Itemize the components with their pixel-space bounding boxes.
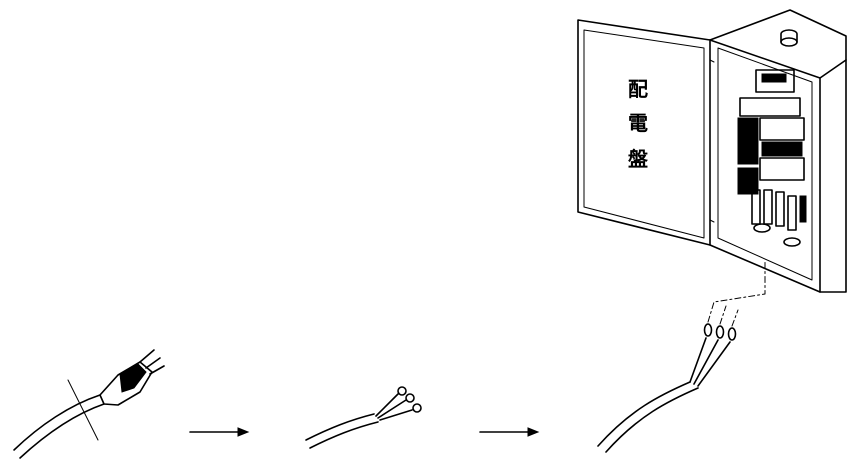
knockout-hole-2 [783, 237, 801, 247]
door-hinge-top [709, 59, 715, 63]
terminal-block-3 [775, 191, 785, 227]
terminal-block-4 [787, 195, 797, 231]
terminal-block-5 [799, 195, 807, 223]
plug-cord-line-a [13, 394, 101, 451]
terminal-block-2 [763, 189, 773, 225]
arrow-2-head [527, 427, 540, 437]
plug-cord-line-b [19, 403, 105, 459]
breaker-mid-upper [759, 117, 805, 141]
cut-line [67, 379, 99, 441]
crimped-cord-group [305, 386, 422, 449]
guide-line-3 [731, 309, 739, 327]
crimped-wire-3 [379, 409, 413, 421]
connected-cord-group [597, 261, 766, 453]
guide-line-2 [719, 305, 727, 325]
panel-door-inner [583, 29, 705, 239]
crimped-wire-2 [377, 399, 407, 419]
door-hinge-bottom [709, 219, 715, 223]
terminal-block-1 [751, 189, 761, 225]
breaker-assembly [737, 69, 807, 247]
connected-wire-1 [689, 337, 707, 383]
panel-cabinet-outline [709, 9, 847, 293]
breaker-top [739, 97, 801, 117]
connected-terminal-2 [715, 325, 725, 339]
plug-prong-3 [149, 365, 165, 375]
connected-terminal-1 [703, 323, 713, 337]
knockout-hole-1 [753, 223, 771, 233]
panel-knob-top [780, 37, 798, 47]
crimped-terminal-1 [397, 386, 407, 396]
connected-wire-2 [693, 339, 719, 385]
crimped-terminal-2 [405, 393, 415, 403]
connected-wire-3 [697, 341, 731, 387]
crimped-cord-line-b [309, 421, 379, 449]
plug-body-shade [119, 363, 147, 393]
panel-cabinet-top-edge [819, 59, 847, 79]
connected-cord-line-b [605, 387, 699, 453]
distribution-panel: 配 電 盤 [577, 9, 847, 293]
arrow-1-head [237, 427, 250, 437]
guide-line-1 [707, 261, 766, 323]
crimped-cord-line-a [305, 413, 375, 441]
meter-display [761, 73, 787, 83]
plug-prong-2 [145, 357, 161, 369]
connected-terminal-3 [727, 327, 737, 341]
panel-label-char-1: 配 [628, 77, 648, 101]
crimped-wire-1 [375, 393, 399, 417]
panel-label-char-2: 電 [628, 111, 648, 135]
arrow-2 [479, 427, 540, 437]
arrow-1 [189, 427, 250, 437]
panel-knob-body [780, 29, 798, 43]
plug-cord-group [13, 349, 165, 459]
breaker-mid-band [761, 141, 803, 157]
meter-box [755, 69, 795, 93]
breaker-left-block [737, 117, 759, 165]
plug-prong-1 [139, 349, 155, 363]
breaker-left-lower [737, 167, 759, 195]
connected-cord-line-a [597, 381, 691, 447]
crimped-terminal-3 [412, 403, 422, 413]
panel-label-char-3: 盤 [628, 147, 649, 171]
breaker-mid-lower [759, 157, 805, 181]
